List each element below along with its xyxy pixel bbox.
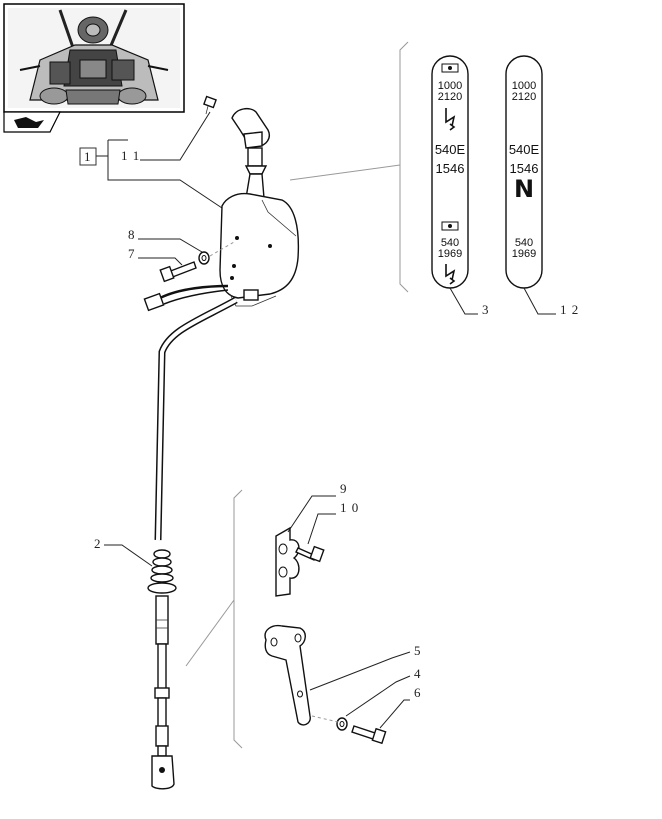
callout-1: 1: [84, 149, 92, 164]
decal-3-bottom-2: 1969: [438, 248, 462, 260]
decal-3: 1000 2120 540E 1546 540 1969 3: [431, 55, 490, 317]
decal-3-mid-1: 540E: [435, 142, 466, 157]
decal-12-mid-1: 540E: [509, 142, 540, 157]
callout-9: 9: [340, 481, 348, 496]
callout-8: 8: [128, 227, 136, 242]
pto-engage-icon-lower: [445, 264, 456, 285]
decal-12-mid-2: 1546: [510, 161, 539, 176]
callout-6: 6: [414, 685, 422, 700]
decal-12-bottom-2: 1969: [512, 248, 536, 260]
callout-10: 1 0: [340, 500, 359, 515]
decal-3-bottom-1: 540: [441, 237, 459, 249]
decal-3-mid-2: 1546: [436, 161, 465, 176]
callout-11: 1 1: [121, 148, 140, 163]
decal-3-top-2: 2120: [438, 91, 462, 103]
control-cable-2: 2: [94, 296, 238, 790]
callout-12: 1 2: [560, 302, 579, 317]
callout-5: 5: [414, 643, 422, 658]
washer-8: 8: [128, 227, 210, 265]
decal-12: 1000 2120 540E 1546 N 540 1969 1 2: [505, 55, 579, 317]
bolt-10: 1 0: [295, 500, 359, 563]
decal-12-top-2: 2120: [512, 91, 536, 103]
bolt-6: 6: [351, 685, 422, 745]
tractor-cab-thumbnail[interactable]: [3, 3, 185, 113]
control-lever: [231, 107, 270, 199]
wire-harness: [143, 284, 229, 312]
bracket-5: 5: [264, 624, 422, 726]
decal-3-top-1: 1000: [438, 80, 462, 92]
decal-group-bracket: [289, 41, 409, 293]
control-housing: [219, 192, 300, 307]
callout-3: 3: [482, 302, 490, 317]
decal-12-bottom-1: 540: [515, 237, 533, 249]
cable-clamp-9: 9: [275, 481, 348, 597]
washer-4: 4: [336, 666, 422, 731]
bolt-7: 7: [128, 246, 197, 283]
callout-2: 2: [94, 536, 102, 551]
pto-engage-icon: [445, 108, 456, 131]
bolt-11: [203, 95, 217, 115]
decal-12-neutral: N: [514, 175, 534, 203]
decal-12-top-1: 1000: [512, 80, 536, 92]
pto-shaft-icon-lower: [441, 221, 459, 231]
pto-shaft-icon: [441, 63, 459, 73]
callout-4: 4: [414, 666, 422, 681]
callout-7: 7: [128, 246, 136, 261]
page-arrow-icon[interactable]: [3, 111, 61, 133]
assembly-reference: 1 1 1: [79, 111, 223, 209]
bracket-group-guide: [185, 489, 243, 749]
